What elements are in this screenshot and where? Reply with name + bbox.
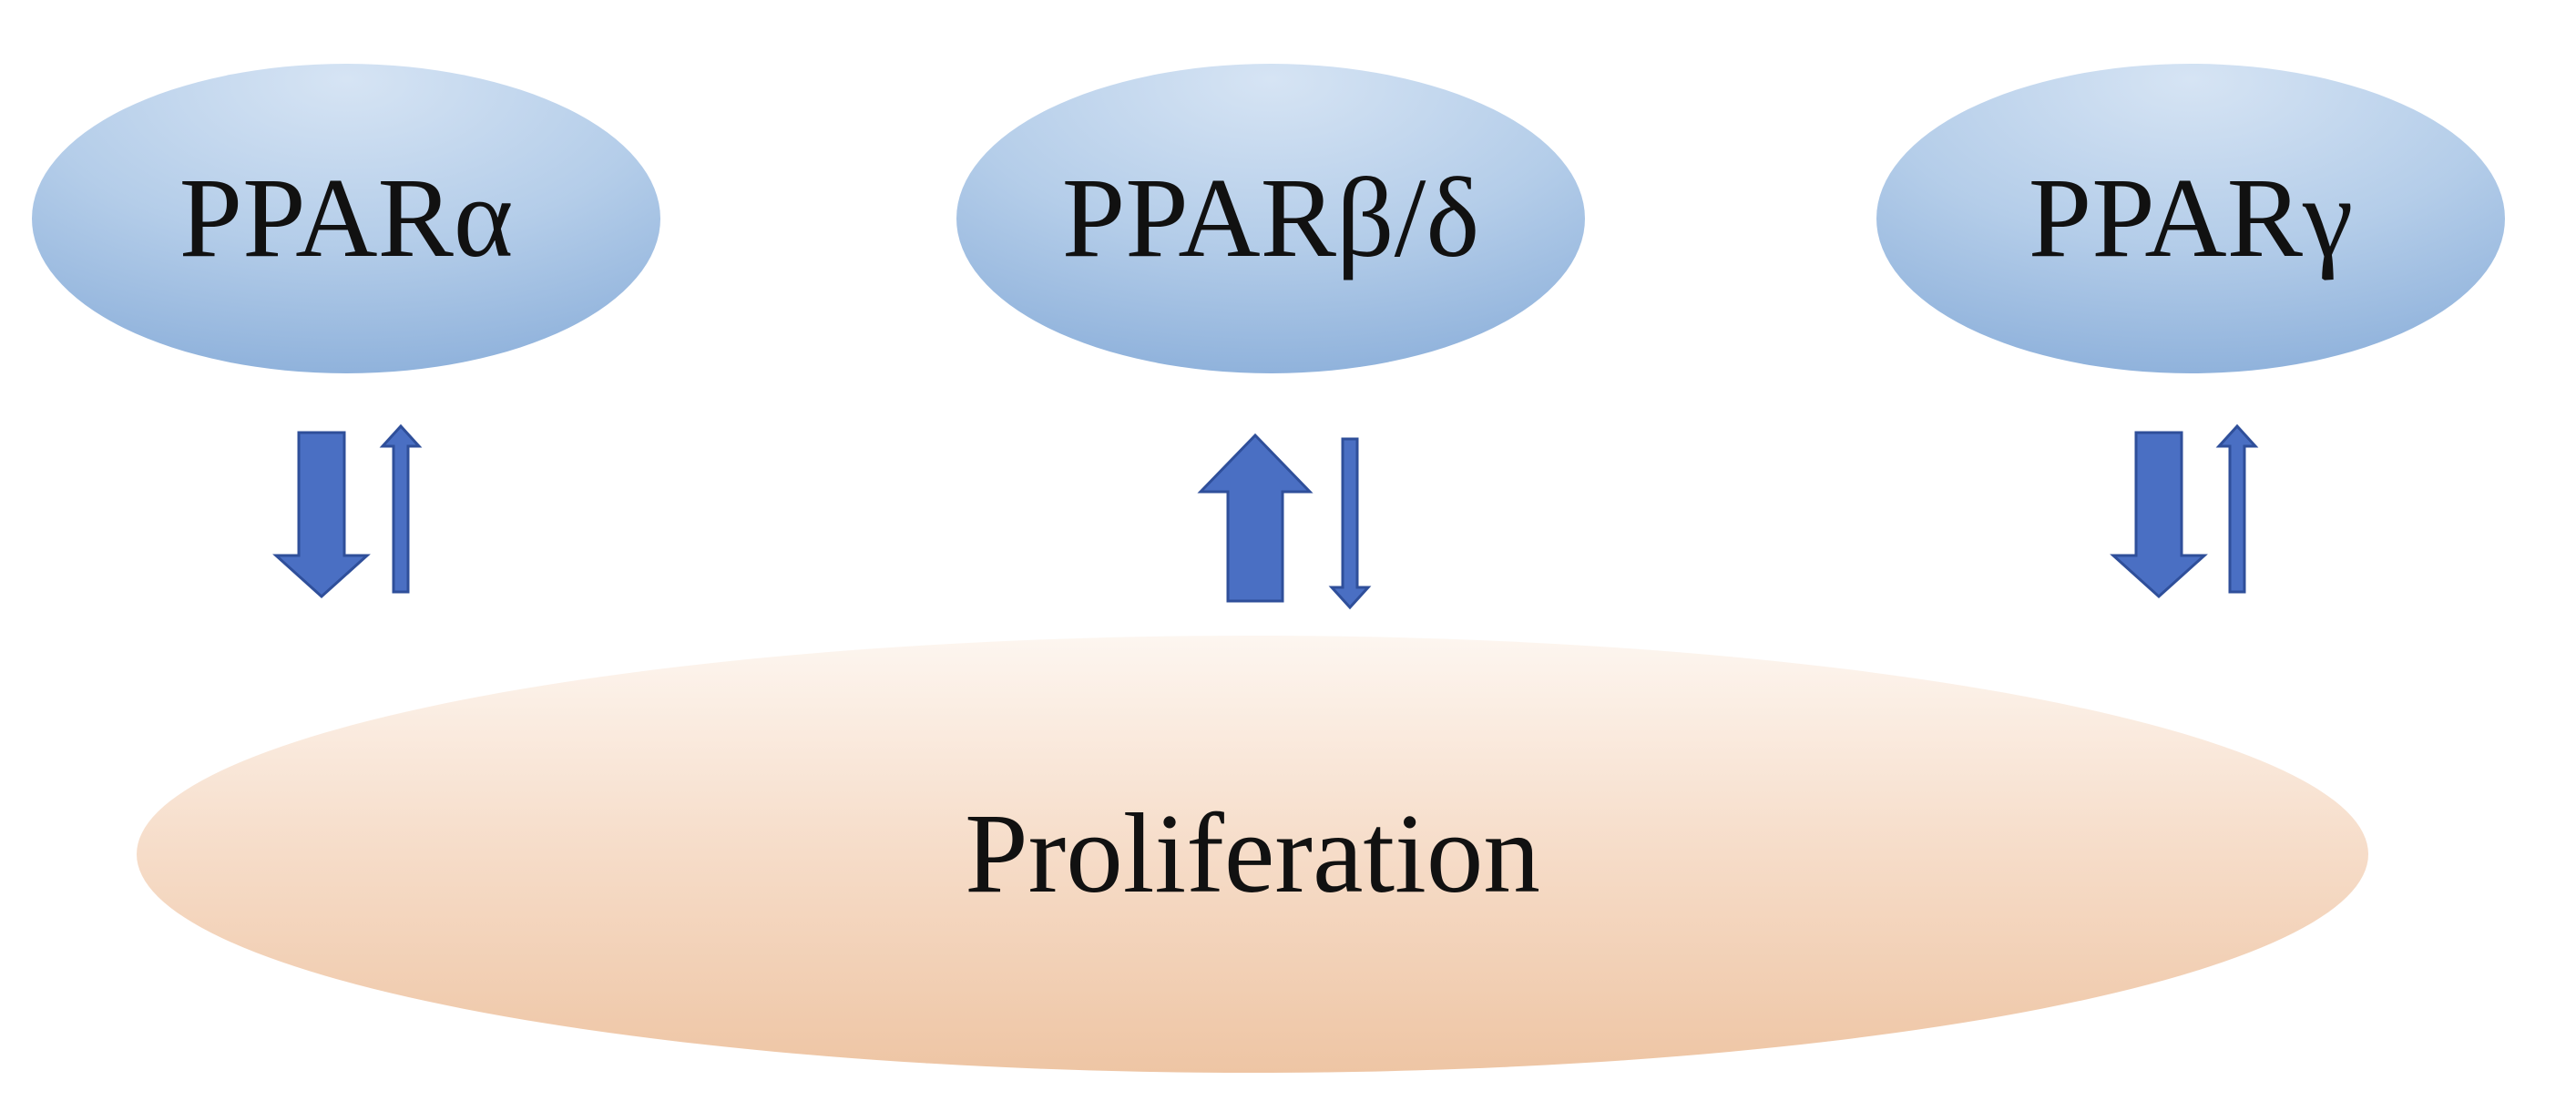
ppar-gamma-node: PPARγ: [1876, 64, 2505, 373]
ppar-beta-delta-label: PPARβ/δ: [1062, 156, 1479, 281]
ppar-beta-delta-small-down-arrow: [1328, 437, 1372, 610]
ppar-alpha-large-down-arrow: [272, 431, 371, 599]
ppar-gamma-large-down-arrow: [2110, 431, 2208, 599]
ppar-gamma-small-up-arrow: [2215, 423, 2259, 594]
proliferation-label: Proliferation: [965, 791, 1540, 917]
ppar-alpha-ellipse: [32, 64, 660, 373]
ppar-gamma-arrows: [2110, 423, 2259, 599]
ppar-beta-delta-node: PPARβ/δ: [956, 64, 1585, 373]
ppar-beta-delta-large-up-arrow: [1197, 433, 1314, 603]
ppar-beta-delta-ellipse: [956, 64, 1585, 373]
ppar-alpha-arrows: [272, 423, 423, 599]
ppar-alpha-node: PPARα: [32, 64, 660, 373]
ppar-alpha-label: PPARα: [179, 156, 514, 281]
proliferation-ellipse: [137, 636, 2368, 1073]
ppar-gamma-ellipse: [1876, 64, 2505, 373]
ppar-gamma-label: PPARγ: [2029, 156, 2353, 281]
ppar-beta-delta-arrows: [1197, 433, 1372, 610]
ppar-alpha-small-up-arrow: [379, 423, 423, 594]
proliferation-node: Proliferation: [137, 636, 2368, 1073]
